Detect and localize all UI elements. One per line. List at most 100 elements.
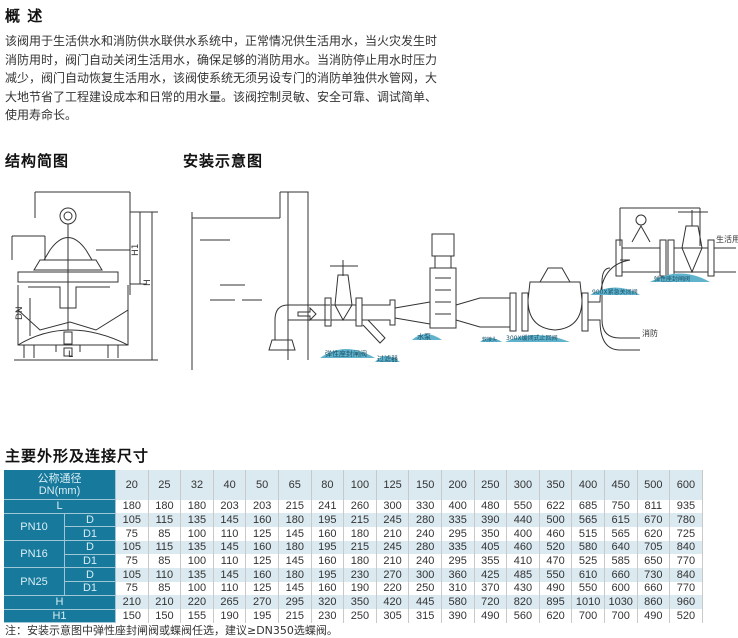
value-cell: 115: [148, 540, 182, 555]
value-cell: 390: [474, 513, 508, 527]
label-fire: 消防: [642, 328, 658, 338]
label-gate-valve-1: 弹性座封闸阀: [325, 349, 367, 358]
value-cell: 100: [180, 554, 214, 568]
value-cell: 75: [115, 526, 149, 541]
value-cell: 350: [343, 595, 377, 609]
label-emergency-valve: 900X紧急关闭阀: [592, 288, 638, 296]
value-cell: 440: [506, 513, 540, 527]
value-cell: 160: [311, 581, 345, 596]
value-cell: 160: [245, 567, 279, 582]
value-cell: 180: [343, 526, 377, 541]
value-cell: 360: [441, 567, 475, 582]
value-cell: 820: [506, 595, 540, 609]
value-cell: 460: [506, 540, 540, 555]
value-cell: 620: [539, 609, 573, 623]
l-label: L: [68, 350, 73, 360]
dn-value-cell: 300: [506, 470, 540, 500]
value-cell: 780: [669, 513, 703, 527]
value-cell: 490: [539, 581, 573, 596]
value-cell: 410: [506, 554, 540, 568]
value-cell: 420: [376, 595, 410, 609]
value-cell: 180: [148, 499, 182, 514]
value-cell: 241: [311, 499, 345, 514]
value-cell: 1010: [571, 595, 605, 609]
value-cell: 203: [245, 499, 279, 514]
row-label-cell: H: [4, 595, 116, 610]
value-cell: 230: [311, 609, 345, 623]
value-cell: 370: [474, 581, 508, 596]
value-cell: 460: [539, 526, 573, 541]
h-label: H: [143, 279, 153, 286]
value-cell: 265: [213, 595, 247, 609]
value-cell: 125: [245, 554, 279, 568]
value-cell: 105: [115, 513, 149, 527]
value-cell: 705: [637, 540, 671, 555]
label-domestic: 生活用: [716, 234, 738, 244]
value-cell: 135: [180, 567, 214, 582]
value-cell: 470: [539, 554, 573, 568]
dn-value-cell: 80: [311, 470, 345, 500]
row-label-cell: D1: [64, 554, 116, 569]
value-cell: 750: [604, 499, 638, 514]
value-cell: 85: [148, 554, 182, 568]
value-cell: 160: [245, 540, 279, 555]
value-cell: 310: [441, 581, 475, 596]
value-cell: 145: [278, 554, 312, 568]
value-cell: 660: [637, 581, 671, 596]
value-cell: 203: [213, 499, 247, 514]
value-cell: 150: [115, 609, 149, 623]
value-cell: 895: [539, 595, 573, 609]
value-cell: 425: [474, 567, 508, 582]
value-cell: 100: [180, 581, 214, 596]
overview-text: 该阀用于生活供水和消防供水联供水系统中，正常情况供生活用水，当火灾发生时消防用时…: [5, 34, 438, 122]
value-cell: 490: [474, 609, 508, 623]
value-cell: 110: [213, 526, 247, 541]
value-cell: 190: [213, 609, 247, 623]
value-cell: 210: [376, 554, 410, 568]
value-cell: 670: [637, 513, 671, 527]
value-cell: 300: [408, 567, 442, 582]
value-cell: 295: [441, 526, 475, 541]
value-cell: 260: [343, 499, 377, 514]
value-cell: 155: [180, 609, 214, 623]
dn-header-unit: DN(mm): [38, 484, 81, 497]
value-cell: 245: [376, 540, 410, 555]
value-cell: 730: [637, 567, 671, 582]
value-cell: 280: [408, 540, 442, 555]
label-soft-joint: 软接头: [482, 336, 497, 343]
h1-label: H1: [131, 244, 141, 257]
label-filter: 过滤器: [377, 354, 398, 363]
value-cell: 145: [213, 567, 247, 582]
value-cell: 550: [506, 499, 540, 514]
value-cell: 195: [311, 540, 345, 555]
value-cell: 935: [669, 499, 703, 514]
value-cell: 770: [669, 554, 703, 568]
value-cell: 245: [376, 513, 410, 527]
value-cell: 195: [245, 609, 279, 623]
value-cell: 622: [539, 499, 573, 514]
value-cell: 610: [571, 567, 605, 582]
dn-value-cell: 65: [278, 470, 312, 500]
pressure-group-cell: PN16: [4, 540, 65, 569]
value-cell: 500: [539, 513, 573, 527]
value-cell: 215: [343, 540, 377, 555]
value-cell: 400: [441, 499, 475, 514]
value-cell: 145: [213, 513, 247, 527]
value-cell: 135: [180, 513, 214, 527]
install-note: 注：安装示意图中弹性座封闸阀或蝶阀任选，建议≥DN350选蝶阀。: [5, 624, 338, 637]
dn-value-cell: 600: [669, 470, 703, 500]
value-cell: 190: [343, 581, 377, 596]
dn-value-cell: 25: [148, 470, 182, 500]
value-cell: 320: [311, 595, 345, 609]
row-label-cell: L: [4, 499, 116, 514]
value-cell: 145: [278, 581, 312, 596]
row-label-cell: D1: [64, 526, 116, 542]
value-cell: 960: [669, 595, 703, 609]
dn-value-cell: 100: [343, 470, 377, 500]
structure-diagram-title: 结构简图: [5, 152, 70, 170]
value-cell: 210: [148, 595, 182, 609]
value-cell: 390: [441, 609, 475, 623]
